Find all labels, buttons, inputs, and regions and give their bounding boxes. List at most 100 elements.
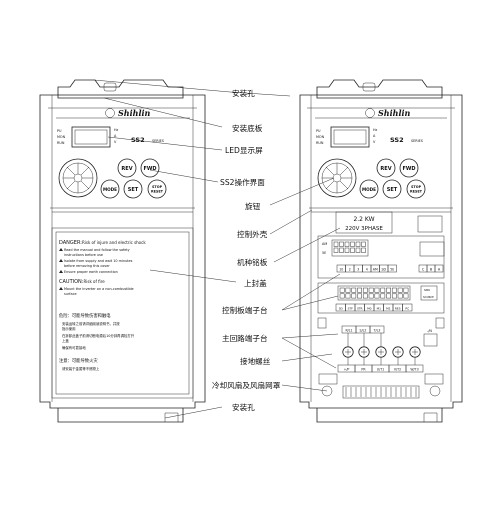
rev-button[interactable] <box>376 158 396 178</box>
dial-knob[interactable] <box>58 158 98 198</box>
label-ground-screw: 接地螺丝 <box>240 356 271 366</box>
label-knob: 旋钮 <box>245 201 261 211</box>
pin-slot <box>333 241 339 247</box>
pin-slot <box>386 287 391 293</box>
unit-label-v: V <box>114 140 117 144</box>
terminal-label: 5E <box>390 267 394 271</box>
label-fan: 冷却风扇及风扇网罩 <box>212 380 281 390</box>
pin-slot <box>391 293 397 299</box>
terminal-label: AM <box>373 267 378 271</box>
brand-logo-icon <box>105 108 115 118</box>
terminal-label: SD <box>339 306 344 310</box>
stop-reset-button[interactable] <box>406 179 426 199</box>
danger-line-4: before removing this cover <box>64 264 110 268</box>
mode-button-label: MODE <box>103 187 117 192</box>
danger-line-5: Ensure proper earth connection <box>64 270 118 274</box>
stop-label: STOP <box>152 185 163 189</box>
unit-label-hz: Hz <box>373 128 378 132</box>
pin-slot <box>386 293 391 299</box>
pin-slot <box>355 241 361 247</box>
pin-slot <box>391 287 397 293</box>
terminal-label: M2 <box>386 306 390 310</box>
stop-reset-button[interactable] <box>147 179 167 199</box>
fwd-button-label: FWD <box>402 166 415 172</box>
right-device: Shihlin PU MON RUN Hz A V SS2 SERIES REV… <box>299 79 463 423</box>
mode-label-run: RUN <box>316 141 324 145</box>
cn-danger-title: 危险：可能导致伤害和触电 <box>59 312 111 319</box>
dc-terminal-label: -/N <box>427 329 432 333</box>
danger-line-3: Isolate from supply and wait 10 minutes <box>64 259 133 263</box>
unit-label-a: A <box>114 134 117 138</box>
terminal-label: SD <box>382 267 387 271</box>
pin-slot <box>339 287 345 293</box>
sink-label: SINK <box>424 288 430 292</box>
terminal-label: V/T2 <box>394 367 401 371</box>
terminal-label: STF <box>348 306 354 310</box>
svg-text:CAUTION:Risk of fire: CAUTION:Risk of fire <box>59 279 105 285</box>
pin-slot <box>403 287 409 293</box>
mode-button-label: MODE <box>362 187 376 192</box>
terminal-label: A <box>438 267 441 271</box>
warning-triangle-icon <box>59 259 63 262</box>
pin-slot <box>362 293 368 299</box>
mode-button[interactable] <box>359 179 379 199</box>
brand-name: Shihlin <box>378 108 411 118</box>
terminal-cell <box>402 303 413 312</box>
pin-slot <box>344 241 350 247</box>
dial-knob[interactable] <box>317 158 357 198</box>
model-name: SS2 <box>131 136 145 144</box>
pin-slot <box>355 247 361 253</box>
rev-button-label: REV <box>380 166 391 172</box>
terminal-label: 4 <box>366 267 368 271</box>
pin-slot <box>350 247 355 253</box>
terminal-label: W/T3 <box>410 367 418 371</box>
label-led-display: LED显示屏 <box>225 146 263 155</box>
label-mount-hole-top: 安装孔 <box>232 88 255 98</box>
terminal-label: C <box>422 267 425 271</box>
fwd-button[interactable] <box>140 158 160 178</box>
pin-slot <box>380 293 386 299</box>
rev-button[interactable] <box>117 158 137 178</box>
control-board <box>317 235 445 279</box>
set-button[interactable] <box>123 179 143 199</box>
pin-slot <box>361 241 366 247</box>
label-nameplate: 机种铭板 <box>237 257 268 267</box>
reset-label: RESET <box>151 190 164 194</box>
fwd-button[interactable] <box>399 158 419 178</box>
label-mount-plate: 安装底板 <box>232 123 263 133</box>
label-upper-cover: 上封盖 <box>244 278 267 288</box>
warning-label: DANGER:Risk of injure and electric shock… <box>59 240 146 371</box>
caution-line-2: surface <box>64 292 77 296</box>
stop-label: STOP <box>411 185 422 189</box>
label-mount-hole-bottom: 安装孔 <box>232 402 255 412</box>
terminal-label: 2 <box>349 267 351 271</box>
rev-button-label: REV <box>121 166 132 172</box>
nameplate-voltage: 220V 3PHASE <box>345 226 383 232</box>
terminal-label: RES <box>395 306 401 310</box>
terminal-label: S/L2 <box>360 328 367 332</box>
terminal-label: M1 <box>377 306 381 310</box>
danger-line-1: Read the manual and follow the safety <box>64 248 130 252</box>
label-control-shell: 控制外壳 <box>237 229 268 239</box>
set-button[interactable] <box>382 179 402 199</box>
set-button-label: SET <box>387 187 398 193</box>
pin-slot <box>368 293 374 299</box>
pin-slot <box>339 293 345 299</box>
unit-label-v: V <box>373 140 376 144</box>
terminal-label: +/P <box>344 367 350 371</box>
caution-line-1: Mount the inverter on a non-combustible <box>64 287 134 291</box>
pin-slot <box>362 287 368 293</box>
warning-triangle-icon <box>59 248 63 251</box>
mode-button[interactable] <box>100 179 120 199</box>
cn-danger-line-4: 上盖 <box>62 338 69 343</box>
pin-slot <box>374 293 380 299</box>
pin-slot <box>357 293 362 299</box>
fan-guard <box>342 385 420 399</box>
pin-slot <box>339 247 344 253</box>
mount-hole-top-left <box>103 82 117 92</box>
callouts: 安装孔 安装底板 LED显示屏 SS2操作界面 旋钮 控制外壳 机种铭板 上封盖… <box>93 79 341 419</box>
led-display <box>330 126 370 148</box>
